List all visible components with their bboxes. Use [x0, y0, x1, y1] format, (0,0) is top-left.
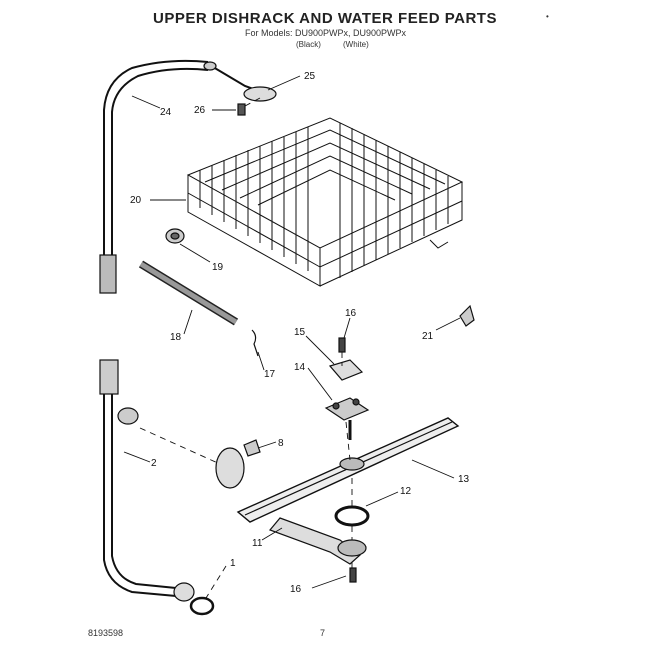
connector-25 — [203, 61, 277, 102]
clip-17 — [251, 329, 259, 357]
callout-14: 14 — [294, 362, 306, 373]
o-ring-1 — [189, 596, 215, 616]
callout-1: 1 — [230, 558, 236, 569]
footer-page-number: 7 — [320, 628, 326, 638]
callout-11: 11 — [252, 538, 263, 549]
callout-25: 25 — [304, 71, 316, 82]
footer-part-number: 8193598 — [88, 628, 124, 638]
screw-16-lower — [349, 567, 357, 583]
hub-15 — [328, 337, 364, 381]
callout-18: 18 — [170, 332, 182, 343]
callout-2: 2 — [151, 458, 157, 469]
callout-26: 26 — [194, 105, 206, 116]
rack-roller-19 — [165, 228, 185, 244]
callout-24: 24 — [160, 107, 172, 118]
corner-mark: • — [546, 12, 549, 21]
spray-arm-13 — [236, 417, 460, 523]
screw-26 — [237, 103, 246, 116]
page-title: UPPER DISHRACK AND WATER FEED PARTS — [153, 10, 497, 27]
callout-21: 21 — [422, 331, 434, 342]
rack-stop-21 — [459, 304, 475, 327]
tube-18 — [138, 260, 239, 326]
callout-leaders — [123, 75, 461, 589]
model-list: For Models: DU900PWPx, DU900PWPx — [245, 28, 407, 38]
water-feed-tube-24 — [99, 59, 209, 294]
callout-15: 15 — [294, 327, 306, 338]
lower-water-tube-2 — [99, 359, 245, 602]
variant-white-label: (White) — [343, 40, 369, 49]
variant-black-label: (Black) — [296, 40, 321, 49]
callout-8: 8 — [278, 438, 284, 449]
callout-20: 20 — [130, 195, 142, 206]
callout-12: 12 — [400, 486, 412, 497]
assembly-leader-lines — [139, 97, 353, 599]
callout-17: 17 — [264, 369, 276, 380]
manifold-11 — [268, 517, 367, 565]
clip-8 — [243, 439, 261, 457]
callout-16-lower: 16 — [290, 584, 302, 595]
callout-13: 13 — [458, 474, 470, 485]
bearing-14 — [324, 397, 370, 440]
callout-19: 19 — [212, 262, 224, 273]
dishrack-20 — [186, 117, 464, 287]
callout-16-upper: 16 — [345, 308, 357, 319]
seal-ring-12 — [334, 505, 370, 527]
